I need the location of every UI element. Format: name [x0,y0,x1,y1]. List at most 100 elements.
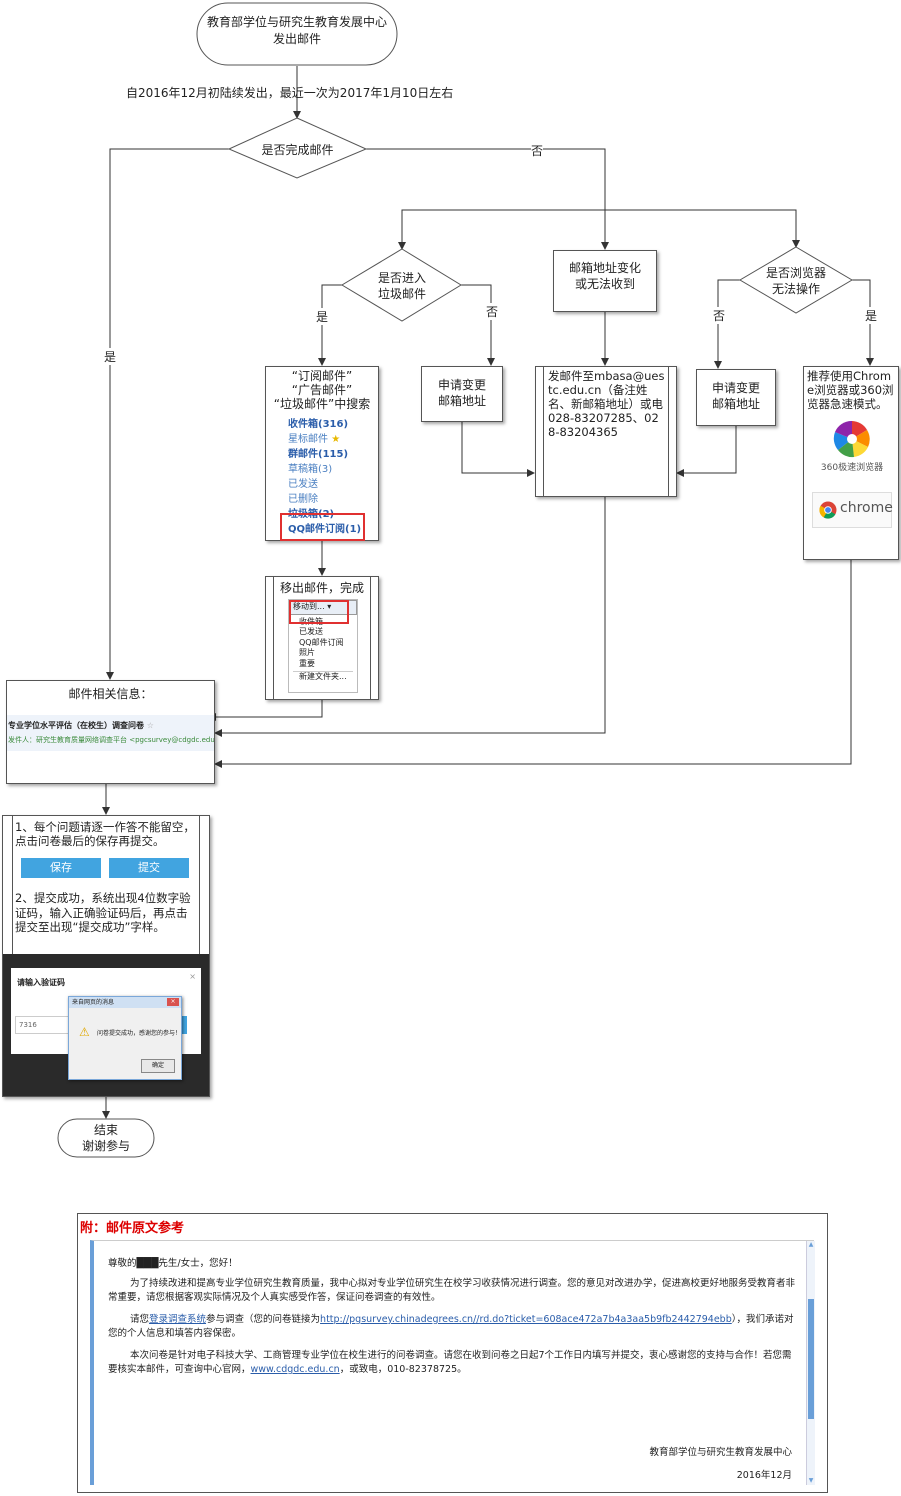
move-item-sent[interactable]: 已发送 [299,627,323,636]
login-survey-link[interactable]: 登录调查系统 [149,1314,207,1325]
scroll-thumb[interactable] [808,1299,814,1419]
appendix-greeting: 尊敬的███先生/女士，您好！ [108,1258,238,1269]
appendix-scrollbar[interactable]: ▲ ▼ [806,1241,815,1485]
mail-sender: 发件人：研究生教育质量网络调查平台 <pgcsurvey@cdgdc.edu.c… [8,735,214,745]
folder-qq-subscription[interactable]: QQ邮件订阅(1) [288,524,362,535]
search-line3: “垃圾邮件”中搜索 [273,397,371,411]
chrome-icon [819,501,837,519]
search-line2: “广告邮件” [291,383,353,397]
decision-complete-text: 是否完成邮件 [261,143,334,157]
decision-spam-text: 是否进入 垃圾邮件 [352,270,452,302]
decision-browser-no: 否 [713,307,726,324]
apply1-line2: 邮箱地址 [437,394,486,408]
decision-spam-line2: 垃圾邮件 [377,287,426,301]
decision-spam-diamond [341,248,462,322]
decision-complete-yes: 是 [104,348,117,365]
apply-change-box-2: 申请变更 邮箱地址 [696,369,776,426]
move-menu: 移动到... ▾ 收件箱 已发送 QQ邮件订阅 照片 重要 新建文件夹... [288,599,358,693]
move-item-photo[interactable]: 照片 [299,648,315,657]
move-item-new-folder[interactable]: 新建文件夹... [299,672,347,681]
send-mail-text: 发邮件至mbasa@uestc.edu.cn（备注姓名、新邮箱地址）或电028-… [548,369,665,439]
appendix-p1: 为了持续改进和提高专业学位研究生教育质量，我中心拟对专业学位研究生在校学习收获情… [108,1278,796,1303]
move-item-inbox[interactable]: 收件箱 [299,616,323,626]
appendix-p2-post: ），我们承诺对您的个人信息和填答内容保密。 [108,1314,794,1339]
end-line2: 谢谢参与 [81,1139,130,1153]
alert-close-icon[interactable]: × [167,998,179,1006]
address-change-line2: 或无法收到 [574,277,635,291]
step1-text: 1、每个问题请逐一作答不能留空，点击问卷最后的保存再提交。 [15,820,195,848]
appendix-p3-pre: 本次问卷是针对电子科技大学、工商管理专业学位在校生进行的问卷调查。请您在收到问卷… [108,1350,792,1375]
folder-group[interactable]: 群邮件(115) [288,449,349,460]
alert-ok-button[interactable]: 确定 [141,1059,175,1073]
appendix-p2: 请您登录调查系统参与调查（您的问卷链接为http://pgsurvey.chin… [108,1313,798,1341]
decision-spam-no: 否 [486,303,499,320]
send-note: 自2016年12月初陆续发出，最近一次为2017年1月10日左右 [126,86,454,100]
logo-360: 360极速浏览器 [812,419,892,473]
mail-info-box: 邮件相关信息： 专业学位水平评估（在校生）调查问卷 ☆ 发件人：研究生教育质量网… [6,680,215,784]
browser-text: 推荐使用Chrome浏览器或360浏览器急速模式。 [807,369,894,411]
flowchart-connectors [57,2,874,1158]
end-line1: 结束 [93,1123,118,1137]
end-oval [57,1118,155,1158]
move-item-qq[interactable]: QQ邮件订阅 [299,637,344,647]
move-title: 移出邮件，完成 [279,581,364,595]
scroll-down-icon[interactable]: ▼ [808,1477,814,1484]
logo-360-icon [833,420,870,458]
alert-title: 来自网页的消息 [72,999,115,1006]
decision-browser-line2: 无法操作 [771,282,820,296]
save-button[interactable]: 保存 [21,858,101,878]
captcha-close-icon[interactable]: × [189,972,196,981]
mail-sender-text: 发件人：研究生教育质量网络调查平台 <pgcsurvey@cdgdc.edu.c… [8,736,214,744]
chrome-label: chrome [840,500,893,516]
search-folders-box: “订阅邮件” “广告邮件” “垃圾邮件”中搜索 收件箱(316) 星标邮件 ★ … [265,366,379,541]
decision-spam-yes: 是 [316,308,329,325]
browser-box: 推荐使用Chrome浏览器或360浏览器急速模式。 360极速浏览器 chrom… [803,366,899,560]
logo-360-label: 360极速浏览器 [820,463,884,473]
folder-deleted[interactable]: 已删除 [288,494,318,505]
cdgdc-website-link[interactable]: www.cdgdc.edu.cn [250,1364,340,1375]
appendix-p3-post: ，或致电，010-82378725。 [339,1364,467,1375]
appendix-frame: 附：邮件原文参考 尊敬的███先生/女士，您好！ 为了持续改进和提高专业学位研究… [77,1213,828,1493]
warning-icon: ⚠ [79,1025,90,1039]
decision-browser-diamond [739,246,853,314]
address-change-line1: 邮箱地址变化 [568,261,641,275]
decision-spam-line1: 是否进入 [377,271,426,285]
decision-complete-diamond [227,117,368,179]
submit-button[interactable]: 提交 [109,858,189,878]
folder-starred[interactable]: 星标邮件 ★ [288,432,378,447]
search-line1: “订阅邮件” [291,369,353,383]
move-highlight [289,600,349,624]
folder-inbox[interactable]: 收件箱(316) [288,419,349,430]
start-line2: 发出邮件 [272,32,321,46]
alert-titlebar: 来自网页的消息 × [69,997,181,1008]
appendix-p2-mid: 参与调查（您的问卷链接为 [206,1314,321,1325]
folder-drafts[interactable]: 草稿箱(3) [288,464,333,475]
alert-message: 问卷提交成功，感谢您的参与！ [97,1030,182,1037]
scroll-up-icon[interactable]: ▲ [808,1241,814,1248]
appendix-title: 附：邮件原文参考 [80,1221,185,1236]
move-dropdown-label: 移动到... [293,602,325,611]
appendix-mail: 尊敬的███先生/女士，您好！ 为了持续改进和提高专业学位研究生教育质量，我中心… [90,1240,815,1485]
decision-browser-yes: 是 [865,307,878,324]
send-mail-box: 发邮件至mbasa@uestc.edu.cn（备注姓名、新邮箱地址）或电028-… [535,366,677,497]
star-outline-icon: ☆ [146,721,154,730]
appendix-p2-pre: 请您 [130,1314,150,1325]
apply2-line1: 申请变更 [711,381,760,395]
decision-browser-line1: 是否浏览器 [765,266,826,280]
end-node: 结束 谢谢参与 [58,1122,154,1154]
questionnaire-link[interactable]: http://pgsurvey.chinadegrees.cn//rd.do?t… [320,1314,732,1325]
star-icon: ★ [331,434,341,445]
decision-complete-no: 否 [531,142,544,159]
move-item-important[interactable]: 重要 [299,658,315,668]
decision-browser-text: 是否浏览器 无法操作 [748,265,844,297]
apply2-line2: 邮箱地址 [711,397,760,411]
start-node: 教育部学位与研究生教育发展中心 发出邮件 [197,14,397,48]
folder-starred-label: 星标邮件 [288,434,328,445]
folder-sent[interactable]: 已发送 [288,479,318,490]
start-line1: 教育部学位与研究生教育发展中心 [206,15,387,29]
captcha-title: 请输入验证码 [17,978,65,987]
alert-dialog: 来自网页的消息 × ⚠ 问卷提交成功，感谢您的参与！ 确定 [68,996,182,1080]
apply-change-box-1: 申请变更 邮箱地址 [421,366,503,422]
step2-text: 2、提交成功，系统出现4位数字验证码，输入正确验证码后，再点击提交至出现“提交成… [15,891,191,934]
spam-highlight [280,513,365,541]
